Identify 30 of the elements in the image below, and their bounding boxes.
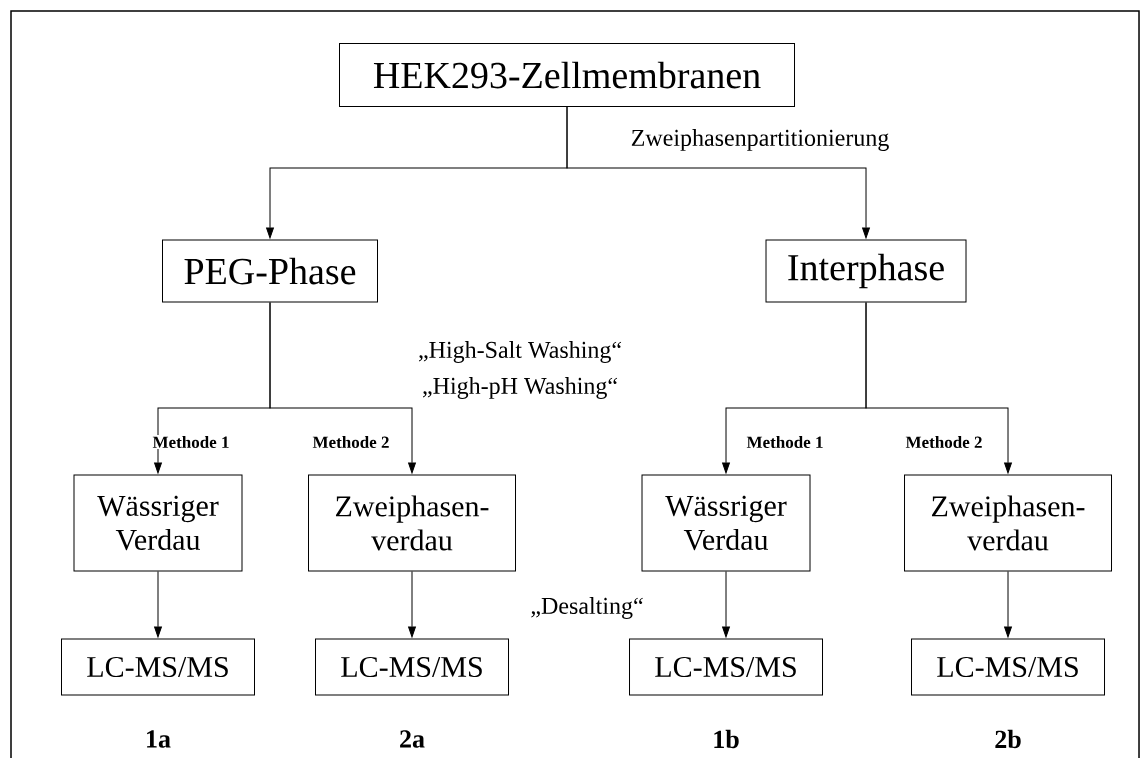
step-note: „High-Salt Washing“ [419,341,622,363]
process-box: Zweiphasen- verdau [904,474,1112,572]
process-box: PEG-Phase [162,239,378,303]
result-label: 2b [995,729,1021,749]
arrow [722,571,730,638]
process-box: LC-MS/MS [911,638,1105,696]
process-box: Wässriger Verdau [641,474,811,572]
result-label: 2a [400,730,425,748]
process-box: LC-MS/MS [629,638,823,696]
process-box: HEK293-Zellmembranen [339,43,795,107]
result-label: 1a [147,730,171,748]
edge-label: Methode 1 [745,435,825,449]
edge-label: Methode 2 [904,435,984,449]
arrow [408,571,416,638]
process-box: Wässriger Verdau [73,474,243,572]
process-box: LC-MS/MS [315,638,509,696]
edge-label: Methode 1 [151,435,231,449]
arrow [865,302,1012,474]
result-label: 1b [714,729,739,749]
arrow [154,571,162,638]
process-box: Zweiphasen- verdau [308,474,516,572]
arrow [269,302,416,474]
arrow [1004,571,1012,638]
edge-label: Methode 2 [311,435,391,449]
step-note: „High-pH Washing“ [423,377,617,399]
process-box: LC-MS/MS [61,638,255,696]
arrow [566,106,870,239]
step-note: „Desalting“ [531,597,643,619]
edge-label: Zweiphasenpartitionierung [629,128,891,152]
process-box: Interphase [765,239,967,303]
